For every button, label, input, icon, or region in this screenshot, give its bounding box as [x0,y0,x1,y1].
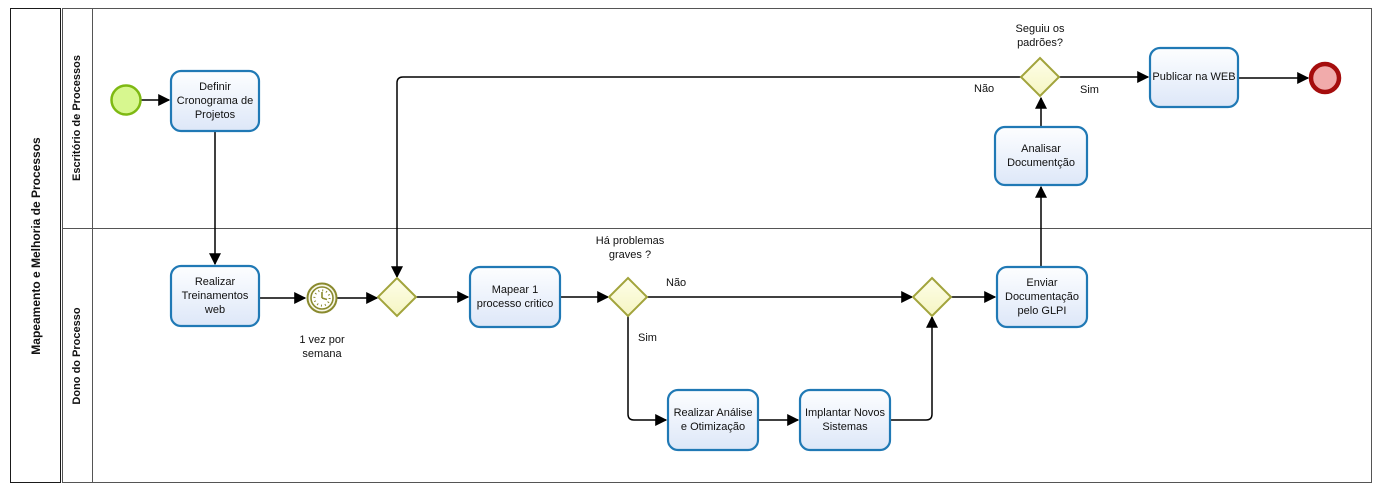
gateway-merge-1 [376,276,418,318]
task-analisar-documentacao-label: Analisar Documentção [1007,142,1075,169]
task-implantar-sistemas-label: Implantar Novos Sistemas [804,406,886,433]
task-definir-cronograma [169,69,261,133]
gateway-ha-problemas-label: Há problemas graves ? [595,235,665,262]
end-event [1308,61,1342,95]
timer-event-icon [306,282,338,314]
edge-label-nao-padroes: Não [974,83,995,95]
task-enviar-documentacao [995,265,1089,329]
task-mapear-processo [468,265,562,329]
task-enviar-documentacao-label: Enviar Documentação pelo GLPI [1005,276,1079,318]
pool-title-box [10,8,61,483]
gateway-ha-problemas [607,276,649,318]
start-event [110,84,142,116]
gateway-seguiu-padroes-label: Seguiu os padrões? [1015,23,1065,50]
gateway-merge-2 [911,276,953,318]
timer-label: 1 vez por semana [299,334,345,361]
flow-gateway4-nao-to-gateway1 [391,76,1021,279]
task-mapear-processo-label: Mapear 1 processo critico [476,283,554,310]
task-analisar-documentacao [993,125,1089,187]
task-realizar-analise-label: Realizar Análise e Otimização [673,406,753,433]
task-publicar-web-label: Publicar na WEB [1152,71,1236,84]
task-realizar-analise [666,388,760,452]
connector-group [141,71,1310,426]
task-implantar-sistemas [798,388,892,452]
task-definir-cronograma-label: Definir Cronograma de Projetos [176,80,254,122]
task-realizar-treinamentos [169,264,261,328]
task-publicar-web [1148,46,1240,109]
flow-implantar-to-gateway3 [890,315,938,421]
task-realizar-treinamentos-label: Realizar Treinamentos web [181,275,249,317]
edge-label-sim-padroes: Sim [1080,84,1099,96]
lane-divider [62,228,1372,229]
edge-label-nao-problemas: Não [666,277,687,289]
gateway-seguiu-padroes [1019,56,1061,98]
flow-gateway2-sim-to-analise [627,316,668,426]
lane-label-divider [92,8,93,483]
edge-label-sim-problemas: Sim [638,332,657,344]
